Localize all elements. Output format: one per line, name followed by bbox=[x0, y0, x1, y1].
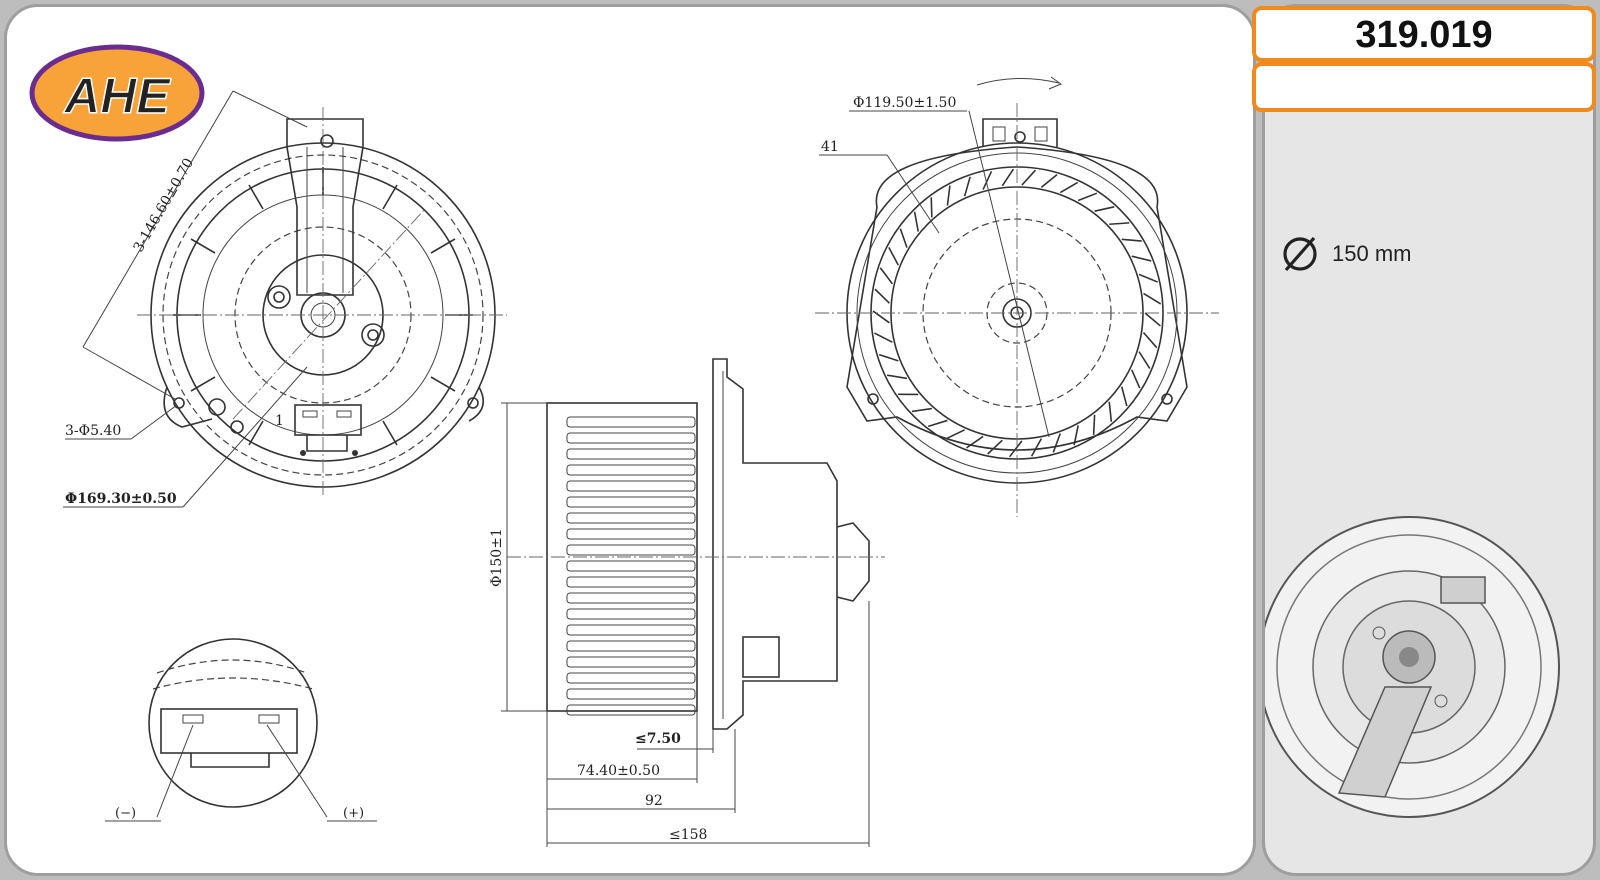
offset-dimension: ≤7.50 bbox=[635, 731, 681, 747]
fan-blade bbox=[987, 439, 1003, 455]
drawing-panel: AHE bbox=[4, 4, 1256, 876]
bolt-circle-dimension: 3-146.60±0.70 bbox=[131, 156, 198, 255]
mount-holes-dimension: 3-Φ5.40 bbox=[65, 423, 121, 439]
flange-diameter-dimension: Φ169.30±0.50 bbox=[65, 491, 177, 507]
fan-blade bbox=[1021, 169, 1037, 186]
fan-blade bbox=[1131, 255, 1152, 262]
side-blade bbox=[566, 592, 696, 604]
fan-blade bbox=[886, 374, 908, 380]
side-blade bbox=[566, 480, 696, 492]
secondary-info-box bbox=[1252, 62, 1596, 112]
logo-text: AHE bbox=[62, 68, 171, 124]
part-number-box: 319.019 bbox=[1252, 6, 1596, 62]
side-blade bbox=[566, 704, 696, 716]
side-blade bbox=[566, 432, 696, 444]
side-blade bbox=[566, 688, 696, 700]
fan-blade bbox=[899, 228, 908, 248]
side-blade bbox=[566, 544, 696, 556]
ahe-logo: AHE bbox=[29, 44, 205, 142]
product-photo bbox=[1265, 516, 1560, 818]
fan-blade bbox=[1030, 438, 1043, 457]
fan-blade bbox=[1144, 312, 1161, 327]
wheel-height-dimension: 74.40±0.50 bbox=[577, 763, 660, 779]
side-blade bbox=[566, 464, 696, 476]
side-view-dimensions: Φ150±1 ≤7.50 74.40±0.50 92 ≤158 bbox=[489, 402, 870, 847]
connector-detail: (−) (+) bbox=[105, 638, 377, 822]
side-blade bbox=[566, 560, 696, 572]
fan-blade bbox=[1059, 181, 1079, 194]
fan-blade bbox=[946, 185, 951, 206]
fan-blade bbox=[1092, 414, 1096, 435]
side-blade bbox=[566, 624, 696, 636]
fan-blade bbox=[913, 211, 920, 232]
mid-length-dimension: 92 bbox=[645, 793, 663, 809]
side-blade bbox=[566, 416, 696, 428]
fan-blade bbox=[963, 176, 971, 197]
fan-blade bbox=[1108, 401, 1113, 422]
front-view-dimensions: 3-146.60±0.70 3-Φ5.40 Φ169.30±0.50 bbox=[63, 90, 308, 508]
fan-blade bbox=[1109, 222, 1130, 226]
fan-blade bbox=[1130, 369, 1141, 389]
side-blade bbox=[566, 672, 696, 684]
fan-blade bbox=[911, 407, 932, 413]
fan-blade bbox=[946, 429, 965, 440]
fan-blade bbox=[1121, 238, 1142, 242]
fan-blade bbox=[982, 170, 993, 190]
diameter-value: 150 mm bbox=[1332, 241, 1412, 266]
side-blade bbox=[566, 496, 696, 508]
fan-blade bbox=[878, 353, 899, 362]
overall-length-dimension: ≤158 bbox=[669, 827, 707, 843]
fan-blade bbox=[1138, 351, 1151, 370]
side-blade bbox=[566, 512, 696, 524]
fan-blade bbox=[1052, 433, 1062, 453]
diameter-symbol-icon bbox=[1283, 236, 1317, 272]
fan-blade bbox=[930, 197, 933, 218]
fan-blade bbox=[1143, 292, 1162, 305]
fan-blade bbox=[1040, 174, 1058, 188]
part-number: 319.019 bbox=[1355, 14, 1493, 56]
fan-blade bbox=[1142, 332, 1158, 349]
side-blade bbox=[566, 608, 696, 620]
fan-blade bbox=[1120, 386, 1128, 407]
side-view bbox=[507, 358, 885, 730]
minus-terminal-label: (−) bbox=[115, 806, 136, 821]
fan-blade bbox=[1094, 206, 1115, 212]
side-panel bbox=[1262, 4, 1596, 876]
plus-terminal-label: (+) bbox=[343, 806, 364, 821]
fan-blade bbox=[874, 332, 893, 343]
side-blade bbox=[566, 448, 696, 460]
fan-blade bbox=[966, 435, 984, 449]
front-view: 1 bbox=[137, 107, 507, 497]
diameter-spec: 150 mm bbox=[1280, 232, 1411, 276]
fan-blade bbox=[1077, 192, 1098, 202]
fan-blade bbox=[872, 310, 890, 324]
fan-diameter-dimension: Φ150±1 bbox=[489, 528, 505, 587]
technical-drawing: AHE bbox=[29, 44, 1219, 847]
side-blade bbox=[566, 576, 696, 588]
fan-blade bbox=[879, 267, 894, 285]
fan-blade bbox=[1073, 425, 1079, 446]
blade-ref-dimension: 41 bbox=[821, 139, 839, 155]
fan-blade bbox=[1008, 440, 1023, 458]
wheel-view-dimensions: Φ119.50±1.50 41 bbox=[819, 95, 1050, 438]
side-blade bbox=[566, 528, 696, 540]
fan-blade bbox=[1138, 273, 1158, 283]
wheel-diameter-dimension: Φ119.50±1.50 bbox=[853, 95, 956, 111]
terminal-marker: 1 bbox=[275, 413, 284, 429]
side-blade bbox=[566, 656, 696, 668]
fan-blade bbox=[874, 288, 890, 304]
fan-blade bbox=[888, 247, 899, 266]
fan-blade bbox=[927, 419, 948, 428]
wheel-view bbox=[815, 76, 1219, 517]
side-blade bbox=[566, 640, 696, 652]
fan-blade bbox=[1001, 168, 1015, 187]
